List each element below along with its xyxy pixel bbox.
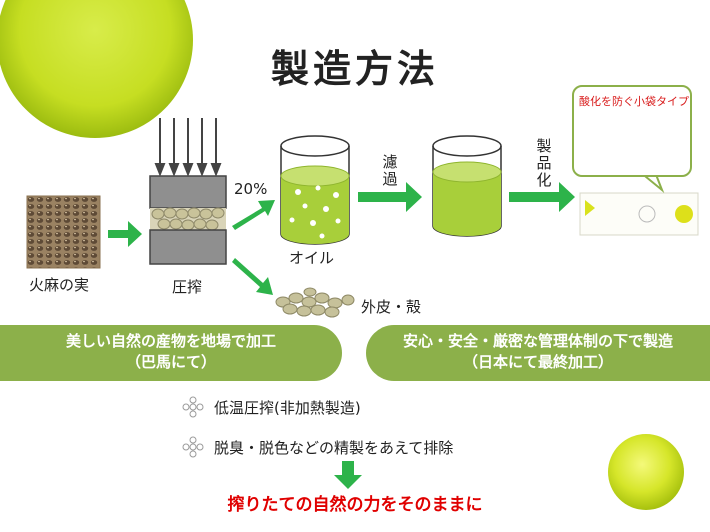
band-left-line1: 美しい自然の産物を地場で加工 bbox=[0, 331, 342, 352]
seeds-label: 火麻の実 bbox=[29, 274, 89, 295]
arrow-to-oil-icon bbox=[232, 200, 275, 230]
local-processing-band: 美しい自然の産物を地場で加工 （巴馬にて） bbox=[0, 325, 342, 381]
productize-label-char: 製 bbox=[536, 138, 552, 155]
hemp-seeds-image bbox=[27, 196, 100, 268]
callout-text: 酸化を防ぐ小袋タイプ bbox=[579, 93, 689, 109]
productize-label-char: 品 bbox=[536, 155, 552, 172]
bullet-cold-press: 低温圧搾(非加熱製造) bbox=[214, 397, 361, 418]
pressure-arrows-icon bbox=[156, 118, 220, 174]
band-right-line2: （日本にて最終加工） bbox=[366, 352, 710, 373]
oil-beaker-icon bbox=[281, 136, 349, 244]
japan-manufacturing-band: 安心・安全・厳密な管理体制の下で製造 （日本にて最終加工） bbox=[366, 325, 710, 381]
band-right-line1: 安心・安全・厳密な管理体制の下で製造 bbox=[366, 331, 710, 352]
press-label: 圧搾 bbox=[172, 276, 202, 297]
filter-label: 濾 過 bbox=[382, 154, 398, 188]
husk-pile-icon bbox=[276, 288, 354, 317]
arrow-to-husk-icon bbox=[232, 258, 273, 295]
conclusion-text: 搾りたての自然の力をそのままに bbox=[0, 490, 710, 515]
husk-label: 外皮・殻 bbox=[361, 296, 421, 317]
yield-percent-label: 20% bbox=[234, 180, 267, 198]
bullet-ornament-icon bbox=[183, 437, 203, 457]
arrow-to-conclusion-icon bbox=[334, 461, 362, 489]
filter-label-char: 過 bbox=[382, 171, 398, 188]
filter-label-char: 濾 bbox=[382, 154, 398, 171]
oil-label: オイル bbox=[289, 247, 334, 268]
press-icon bbox=[150, 176, 226, 264]
arrow-to-press-icon bbox=[108, 221, 142, 247]
bullet-no-refining: 脱臭・脱色などの精製をあえて排除 bbox=[214, 437, 453, 458]
filtered-oil-beaker-icon bbox=[433, 136, 501, 236]
productize-label: 製 品 化 bbox=[536, 138, 552, 189]
productize-label-char: 化 bbox=[536, 172, 552, 189]
band-left-line2: （巴馬にて） bbox=[0, 352, 342, 373]
product-package-image bbox=[580, 193, 698, 235]
bullet-ornament-icon bbox=[183, 397, 203, 417]
